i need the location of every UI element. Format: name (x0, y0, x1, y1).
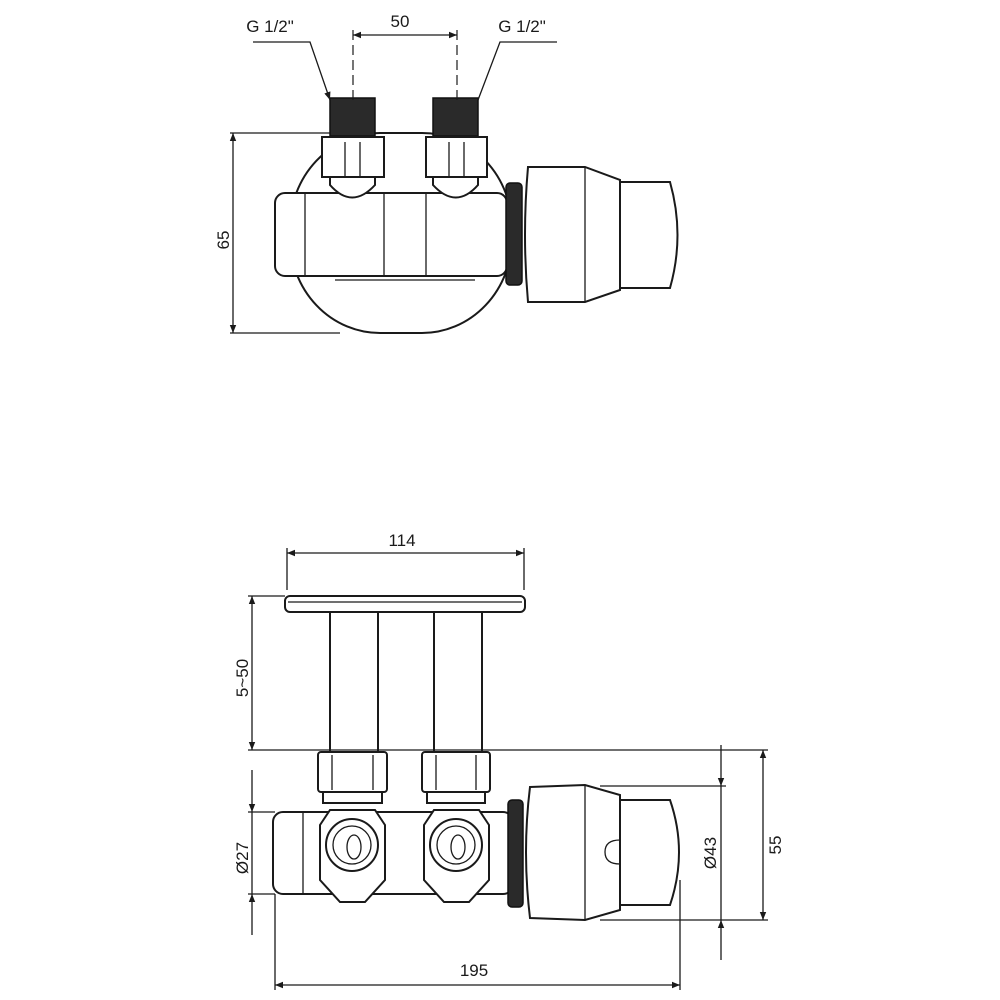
hex-nut-left-front (317, 751, 388, 804)
pipe-left (329, 611, 379, 753)
dimension-height: 65 (214, 231, 233, 250)
dimension-extension: 5~50 (233, 659, 252, 697)
wall-plate (284, 595, 526, 613)
pipe-right (433, 611, 483, 753)
thread-label-left: G 1/2" (246, 17, 294, 36)
head-notch (604, 839, 621, 865)
dimension-head-diameter: Ø43 (701, 837, 720, 869)
thermostat-head-front (525, 783, 621, 922)
thermostat-head-top (524, 166, 621, 303)
thread-label-right: G 1/2" (498, 17, 546, 36)
dimension-body-diameter: Ø27 (233, 842, 252, 874)
seal-ring-top (505, 182, 523, 286)
valve-body-top (274, 176, 508, 281)
dimension-plate-width: 114 (388, 531, 415, 550)
dimension-spacing: 50 (391, 12, 410, 31)
knob-front (619, 799, 680, 906)
front-view: 114 5~50 Ø27 Ø43 55 195 (233, 531, 785, 990)
dimension-head-height: 55 (766, 836, 785, 855)
fitting-left (319, 809, 386, 903)
hex-nut-left (321, 136, 385, 178)
knob-top (619, 181, 679, 289)
hex-nut-right-front (421, 751, 491, 804)
thread-right (432, 97, 479, 137)
dimension-total-length: 195 (460, 961, 488, 980)
seal-ring-front (507, 799, 524, 908)
top-view: 50 G 1/2" G 1/2" 65 (214, 12, 679, 334)
fitting-right (423, 809, 490, 903)
hex-nut-right (425, 136, 488, 178)
thread-left (329, 97, 376, 137)
